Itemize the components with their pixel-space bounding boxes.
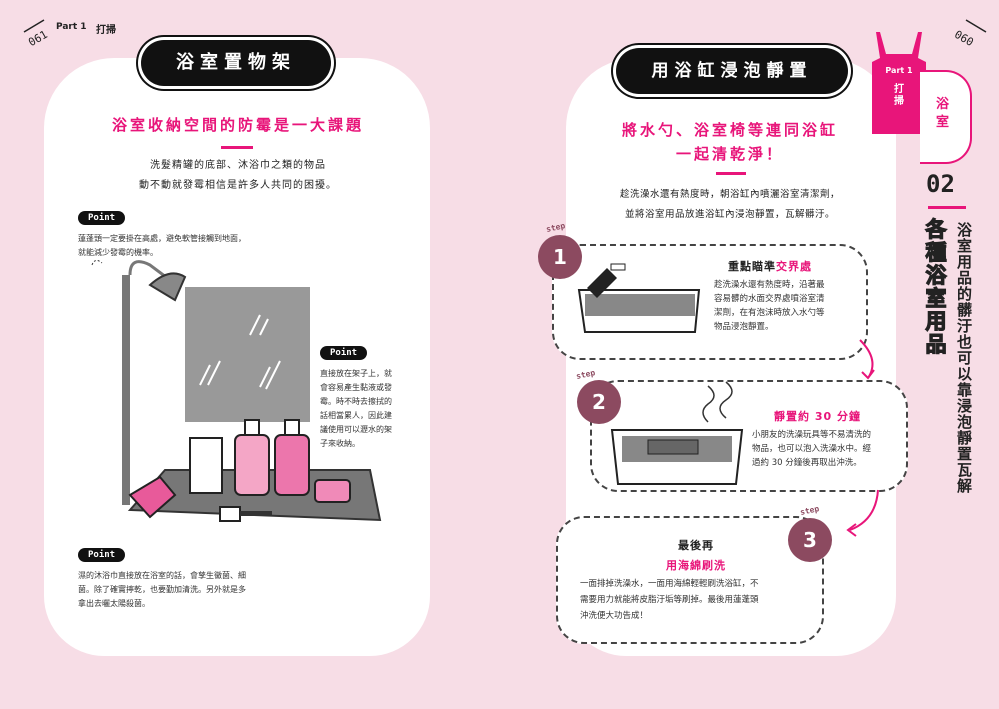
chapter-title: 各種浴室用品 (922, 217, 947, 356)
page-corner-mark (965, 19, 987, 33)
step-arrows (846, 339, 879, 537)
point-text: 蓮蓬頭一定要掛在高處，避免軟管接觸到地面， 就能減少發霉的機率。 (78, 234, 246, 257)
step-text: 一面排掉洗澡水，一面用海綿輕輕刷洗浴缸，不 需要用力就能將皮脂汙垢等刷掉。最後用… (580, 579, 759, 621)
right-headline: 將水勺、浴室椅等連同浴缸 一起清乾淨！ (621, 121, 838, 163)
step-label: step (545, 221, 566, 234)
towel-icon (128, 475, 351, 519)
step-3-box (556, 516, 824, 644)
step-title: 重點瞄準交界處 (728, 260, 812, 273)
left-intro: 洗髮精罐的底部、沐浴巾之類的物品 動不動就發霉相信是許多人共同的困擾。 (70, 156, 406, 196)
part-title: 打掃 (96, 25, 116, 36)
tab-part-label: Part 1 (885, 66, 913, 75)
headline-underline (221, 146, 253, 149)
razor-icon (219, 506, 272, 522)
bathtub-spray-illustration (577, 263, 701, 333)
step-text: 趁洗澡水還有熱度時，沿著最 容易髒的水面交界處噴浴室清 潔劑，在有泡沫時放入水勺… (714, 280, 825, 332)
step-number: 3 (788, 518, 832, 562)
apron-icon (872, 32, 926, 134)
point-tag: Point (78, 211, 126, 225)
point-tag: Point (320, 346, 368, 360)
left-page-title: 浴室置物架 (141, 40, 331, 86)
spray-bottle-icon (587, 263, 626, 298)
right-page-header: 060 (948, 18, 988, 52)
step-number: 1 (538, 235, 582, 279)
chapter-number: 02 (926, 170, 955, 198)
intro-line: 動不動就發霉相信是許多人共同的困擾。 (139, 180, 337, 191)
room-badge: 浴室 (920, 70, 972, 164)
left-headline: 浴室收納空間的防霉是一大課題 (111, 116, 364, 134)
step-title: 最後再 用海綿刷洗 (666, 539, 726, 572)
point-tag: Point (78, 548, 126, 562)
right-page-title: 用浴缸浸泡靜置 (616, 48, 848, 94)
soaking-tub-illustration (610, 381, 744, 485)
page-corner-mark (23, 19, 45, 33)
mirror-icon (185, 287, 310, 422)
step-number: 2 (577, 380, 621, 424)
chapter-underline (928, 206, 966, 209)
shower-icon (91, 259, 187, 505)
chapter-subtitle: 浴室用品的髒汙也可以靠浸泡靜置瓦解 (955, 222, 973, 494)
point-text: 直接放在架子上，就 會容易產生黏液或發 霉。時不時去擦拭的 話相當累人，因此建 … (320, 369, 392, 448)
room-label: 浴室 (936, 97, 950, 130)
right-intro: 趁洗澡水還有熱度時，朝浴缸內噴灑浴室清潔劑， 並將浴室用品放進浴缸內浸泡靜置，瓦… (619, 189, 840, 220)
point-text: 濕的沐浴巾直接放在浴室的話，會孳生黴菌、細 菌。除了確實擰乾，也要勤加清洗。另外… (78, 571, 246, 608)
left-page-header: 061 Part 1 打掃 (22, 18, 152, 49)
part-label: Part 1 (56, 22, 87, 32)
bathroom-shelf-illustration (91, 259, 382, 522)
intro-line: 洗髮精罐的底部、沐浴巾之類的物品 (150, 160, 326, 171)
bottles-icon (189, 419, 310, 496)
step-title: 靜置約 30 分鐘 (774, 410, 861, 423)
step-text: 小朋友的洗澡玩具等不易清洗的 物品，也可以泡入洗澡水中。經 過約 30 分鐘後再… (752, 430, 872, 468)
tab-title: 打掃 (894, 84, 904, 107)
chapter-tab: Part 1 打掃 (872, 32, 926, 134)
headline-underline (716, 172, 746, 175)
